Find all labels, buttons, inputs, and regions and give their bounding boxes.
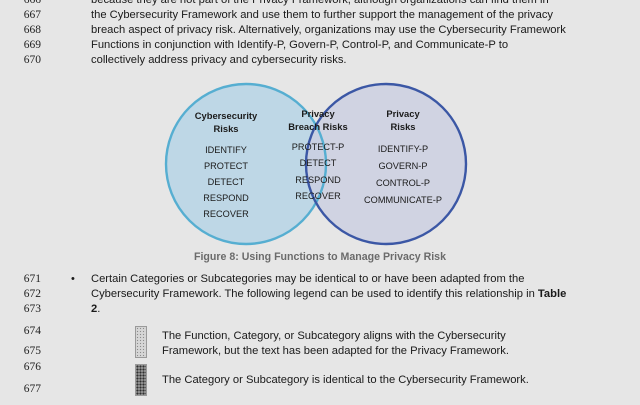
body-text: Cybersecurity Framework. The following l…: [91, 286, 566, 302]
center-item: PROTECT-P: [292, 142, 345, 152]
table-reference: 2: [91, 303, 98, 315]
venn-diagram: Cybersecurity Risks IDENTIFY PROTECT DET…: [164, 82, 468, 246]
left-item: IDENTIFY: [205, 145, 247, 155]
right-item: COMMUNICATE-P: [364, 195, 442, 205]
line-number: 675: [23, 345, 41, 357]
left-item: PROTECT: [204, 161, 248, 171]
text-line: 674: [0, 323, 640, 339]
body-text: Certain Categories or Subcategories may …: [91, 273, 525, 285]
center-item: DETECT: [300, 158, 337, 168]
text-line: 668 breach aspect of privacy risk. Alter…: [0, 22, 640, 38]
line-number: 669: [23, 39, 41, 51]
left-item: RECOVER: [203, 209, 249, 219]
privacy-risks-circle: [306, 84, 466, 244]
left-item: RESPOND: [203, 193, 249, 203]
text-line: 677: [0, 381, 640, 397]
text-line: 673 2.: [0, 301, 640, 317]
text-line: 675 Framework, but the text has been ada…: [0, 343, 640, 359]
identical-pattern-swatch: [135, 364, 147, 396]
figure-caption: Figure 8: Using Functions to Manage Priv…: [194, 251, 446, 263]
right-item: IDENTIFY-P: [378, 144, 428, 154]
center-item: RESPOND: [295, 175, 341, 185]
body-text: 2.: [91, 301, 100, 317]
legend-text-line: The Category or Subcategory is identical…: [0, 372, 640, 388]
line-number: 676: [23, 361, 41, 373]
legend-identical-text: The Category or Subcategory is identical…: [162, 374, 529, 386]
text-line: 672 Cybersecurity Framework. The followi…: [0, 286, 640, 302]
text-line: 669 Functions in conjunction with Identi…: [0, 37, 640, 53]
cybersecurity-risks-outline: [164, 82, 328, 246]
right-title-line2: Risks: [390, 121, 415, 132]
adapted-pattern-swatch: [135, 326, 147, 358]
line-number: 671: [23, 273, 41, 285]
line-number: 670: [23, 54, 41, 66]
table-reference: Table: [537, 288, 567, 300]
right-item: CONTROL-P: [376, 178, 430, 188]
body-text-run: .: [97, 303, 101, 315]
body-text: because they are not part of the Privacy…: [91, 0, 549, 6]
text-line: 671 • Certain Categories or Subcategorie…: [0, 271, 640, 287]
line-number: 673: [23, 303, 41, 315]
line-number: 666: [23, 0, 41, 6]
line-number: 674: [23, 325, 41, 337]
left-item: DETECT: [208, 177, 245, 187]
line-number: 668: [23, 24, 41, 36]
body-text: the Cybersecurity Framework and use them…: [91, 9, 554, 21]
text-line: 676: [0, 359, 640, 375]
text-line: 666 because they are not part of the Pri…: [0, 0, 640, 8]
line-number: 672: [23, 288, 41, 300]
right-title-line1: Privacy: [386, 108, 420, 119]
bullet-icon: •: [71, 273, 75, 285]
line-number: 667: [23, 9, 41, 21]
text-line: 667 the Cybersecurity Framework and use …: [0, 7, 640, 23]
right-item: GOVERN-P: [378, 161, 427, 171]
legend-text-line: The Function, Category, or Subcategory a…: [0, 328, 640, 344]
line-number: 677: [23, 383, 41, 395]
body-text: collectively address privacy and cyberse…: [91, 54, 347, 66]
center-item: RECOVER: [295, 191, 341, 201]
center-title-line2: Breach Risks: [288, 121, 347, 132]
privacy-risks-outline: [304, 82, 468, 246]
body-text: breach aspect of privacy risk. Alternati…: [91, 24, 566, 36]
left-title-line2: Risks: [213, 123, 238, 134]
body-text: Functions in conjunction with Identify-P…: [91, 39, 509, 51]
left-title-line1: Cybersecurity: [195, 110, 258, 121]
center-title-line1: Privacy: [301, 108, 335, 119]
body-text-run: Cybersecurity Framework. The following l…: [91, 288, 538, 300]
text-line: 670 collectively address privacy and cyb…: [0, 52, 640, 68]
legend-adapted-text: Framework, but the text has been adapted…: [162, 345, 509, 357]
cybersecurity-risks-circle: [166, 84, 326, 244]
legend-adapted-text: The Function, Category, or Subcategory a…: [162, 330, 506, 342]
